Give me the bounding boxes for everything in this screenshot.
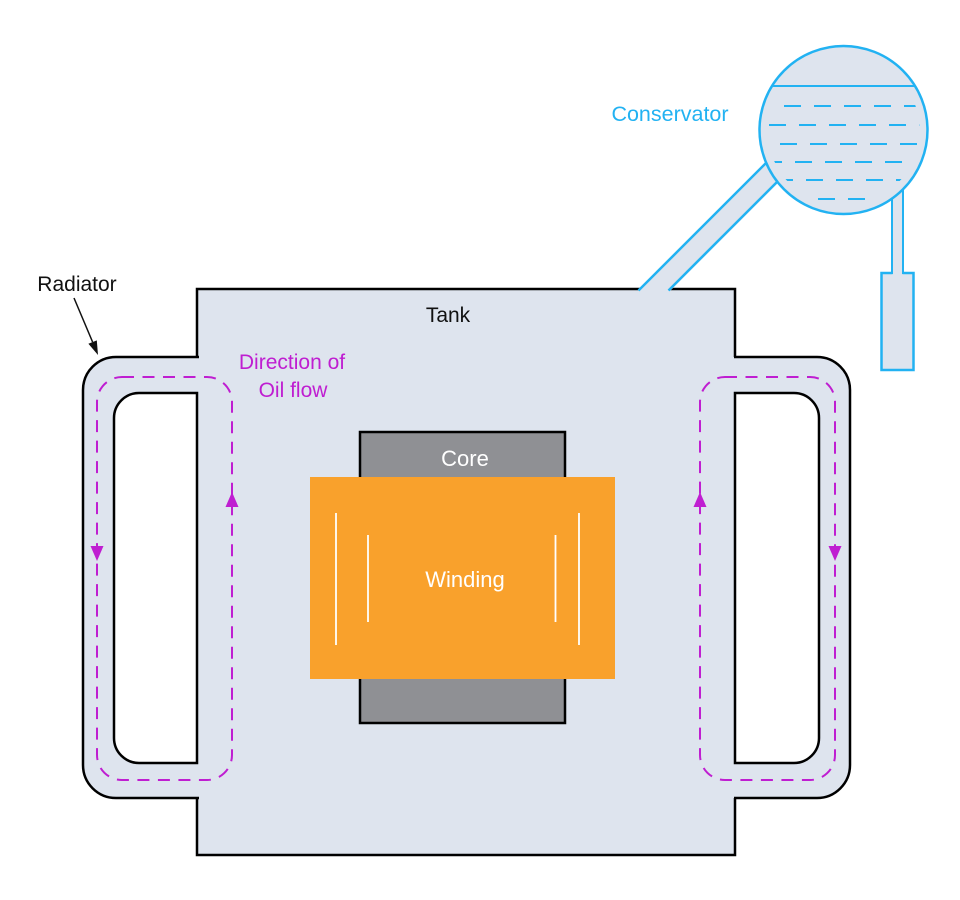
oil-flow-up-arrow-icon	[225, 492, 239, 507]
right-radiator	[728, 355, 852, 800]
left-radiator	[81, 355, 205, 800]
oil-flow-up-arrow-icon	[693, 492, 707, 507]
tank-label: Tank	[426, 304, 471, 327]
conservator-pipe-left-edge	[637, 144, 785, 292]
breather	[880, 271, 915, 372]
winding-label: Winding	[425, 567, 504, 592]
oil-flow-loop-right	[699, 376, 836, 781]
right-radiator-hole	[733, 391, 821, 765]
oil-flow-label-line1: Direction of	[239, 351, 345, 374]
conservator-pipe-body	[637, 165, 796, 292]
oil-flow-down-arrow-icon	[90, 546, 104, 561]
conservator-drum	[758, 44, 929, 216]
core-label: Core	[441, 446, 489, 471]
conservator-label: Conservator	[611, 102, 728, 126]
oil-flow	[90, 376, 842, 781]
left-radiator-outline	[81, 355, 199, 800]
left-radiator-hole	[112, 391, 199, 765]
conservator-assembly	[637, 44, 929, 372]
right-radiator-outline	[734, 355, 852, 800]
winding-shape	[310, 477, 615, 679]
radiator-label: Radiator	[37, 273, 116, 296]
radiator-pointer-line	[73, 297, 94, 343]
breather-pipe-body	[892, 185, 903, 275]
oil-flow-label-line2: Oil flow	[259, 379, 329, 402]
oil-flow-loop-left	[96, 376, 233, 781]
radiator-pointer	[73, 297, 98, 355]
conservator-pipe-right-edge	[667, 164, 795, 292]
radiator-pointer-arrow-icon	[88, 340, 98, 355]
core-and-winding	[310, 430, 615, 725]
oil-flow-down-arrow-icon	[828, 546, 842, 561]
